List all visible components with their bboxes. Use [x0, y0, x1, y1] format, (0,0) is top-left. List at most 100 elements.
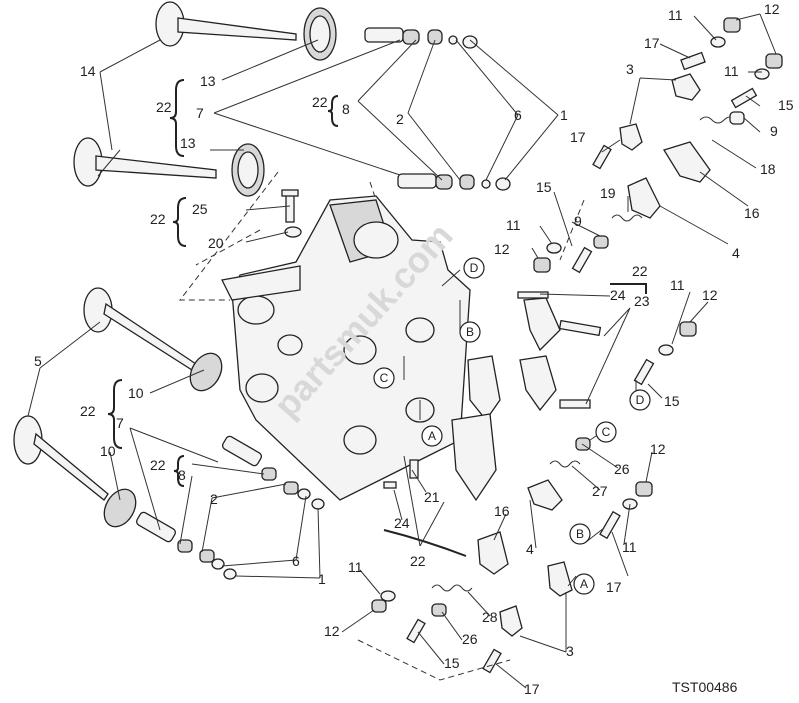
- intake-valve-lower[interactable]: [73, 137, 217, 187]
- callout-8: 8: [342, 101, 350, 117]
- valve-spring-cap-upper[interactable]: [402, 29, 478, 49]
- callout-9: 9: [574, 213, 582, 229]
- callout-6: 6: [514, 107, 522, 123]
- callout-26: 26: [614, 461, 630, 477]
- ref-mark-b-lower: B: [569, 523, 591, 545]
- rocker-arm-3[interactable]: [619, 123, 643, 151]
- callout-22: 22: [632, 263, 648, 279]
- callout-17: 17: [570, 129, 586, 145]
- ref-mark-d-right: D: [629, 389, 651, 411]
- sealing-washer[interactable]: [284, 226, 302, 238]
- svg-text:C: C: [380, 371, 389, 385]
- callout-22: 22: [312, 94, 328, 110]
- callout-12: 12: [324, 623, 340, 639]
- ref-mark-c-center: C: [373, 367, 395, 389]
- leader-lines: [27, 13, 777, 689]
- ref-mark-c-right: C: [595, 421, 617, 443]
- callout-4: 4: [526, 541, 534, 557]
- callout-11: 11: [348, 559, 363, 575]
- intake-valve-upper[interactable]: [155, 1, 297, 47]
- guide-line-right: [559, 199, 585, 261]
- callout-24: 24: [610, 287, 626, 303]
- callout-13: 13: [180, 135, 196, 151]
- callout-21: 21: [424, 489, 440, 505]
- valve-guide-upper[interactable]: [364, 27, 404, 43]
- callout-9: 9: [770, 123, 778, 139]
- callout-11: 11: [506, 217, 521, 233]
- valve-guide-left-upper[interactable]: [221, 435, 325, 510]
- valve-guide-left-lower[interactable]: [135, 511, 237, 580]
- brace-22-left-8: [173, 455, 185, 487]
- exhaust-seat-lower[interactable]: [98, 484, 142, 533]
- callout-17: 17: [524, 681, 540, 697]
- springs-lower[interactable]: [431, 460, 581, 592]
- callout-10: 10: [128, 385, 144, 401]
- callout-27: 27: [592, 483, 608, 499]
- ref-mark-a-lower: A: [573, 573, 595, 595]
- ref-mark-a-center: A: [421, 425, 443, 447]
- callout-2: 2: [396, 111, 404, 127]
- stud-bolt[interactable]: [281, 189, 299, 223]
- spring-19[interactable]: [611, 214, 643, 222]
- rocker-arm-top[interactable]: [671, 73, 701, 101]
- adjusters-lower[interactable]: [371, 459, 502, 674]
- callout-2: 2: [210, 491, 218, 507]
- valve-guide-mid[interactable]: [397, 173, 511, 191]
- callout-8: 8: [178, 467, 186, 483]
- callout-12: 12: [650, 441, 666, 457]
- callout-1: 1: [560, 107, 568, 123]
- callout-15: 15: [778, 97, 794, 113]
- callout-18: 18: [760, 161, 776, 177]
- valve-seat-upper[interactable]: [303, 7, 337, 61]
- callout-28: 28: [482, 609, 498, 625]
- svg-text:D: D: [470, 261, 479, 275]
- callout-11: 11: [724, 63, 739, 79]
- exhaust-seat-upper[interactable]: [184, 348, 228, 397]
- cap-bolts[interactable]: [517, 291, 602, 409]
- callout-16: 16: [494, 503, 510, 519]
- callout-15: 15: [664, 393, 680, 409]
- callout-17: 17: [644, 35, 660, 51]
- camshaft-bearing-caps[interactable]: [451, 297, 561, 502]
- valve-seat-lower[interactable]: [231, 143, 265, 197]
- callout-3: 3: [566, 643, 574, 659]
- ref-mark-b-top: B: [459, 321, 481, 343]
- guide-line-washer: [195, 229, 261, 266]
- svg-text:A: A: [428, 429, 436, 443]
- callout-1: 1: [318, 571, 326, 587]
- callout-4: 4: [732, 245, 740, 261]
- callout-5: 5: [34, 353, 42, 369]
- guide-line-lower-seat: [178, 171, 279, 301]
- callout-23: 23: [634, 293, 650, 309]
- brace-22-top: [169, 79, 185, 157]
- drawing-code: TST00486: [672, 679, 738, 695]
- svg-text:D: D: [636, 393, 645, 407]
- rocker-arm-4[interactable]: [627, 177, 661, 219]
- callout-7: 7: [116, 415, 124, 431]
- callout-3: 3: [626, 61, 634, 77]
- rocker-arm-lower[interactable]: [477, 479, 573, 637]
- callout-26: 26: [462, 631, 478, 647]
- svg-text:B: B: [466, 325, 474, 339]
- callout-22: 22: [80, 403, 96, 419]
- callout-14: 14: [80, 63, 96, 79]
- callout-22: 22: [150, 211, 166, 227]
- callout-24: 24: [394, 515, 410, 531]
- cylinder-head[interactable]: [221, 195, 471, 501]
- callout-12: 12: [494, 241, 510, 257]
- adjusters-right[interactable]: [533, 235, 697, 510]
- ref-mark-d-top: D: [463, 257, 485, 279]
- callout-19: 19: [600, 185, 616, 201]
- rocker-arm-16[interactable]: [663, 141, 711, 183]
- callout-labels: 14 13 22 7 13 22 25 20 22 8 2 6 1 11 12 …: [34, 1, 794, 697]
- callout-15: 15: [444, 655, 460, 671]
- shim-pins[interactable]: [571, 87, 758, 540]
- callout-20: 20: [208, 235, 224, 251]
- callout-11: 11: [670, 277, 685, 293]
- caps-right-top[interactable]: [680, 17, 783, 125]
- exhaust-valve-lower[interactable]: [13, 415, 109, 501]
- callout-13: 13: [200, 73, 216, 89]
- callout-7: 7: [196, 105, 204, 121]
- callout-22: 22: [150, 457, 166, 473]
